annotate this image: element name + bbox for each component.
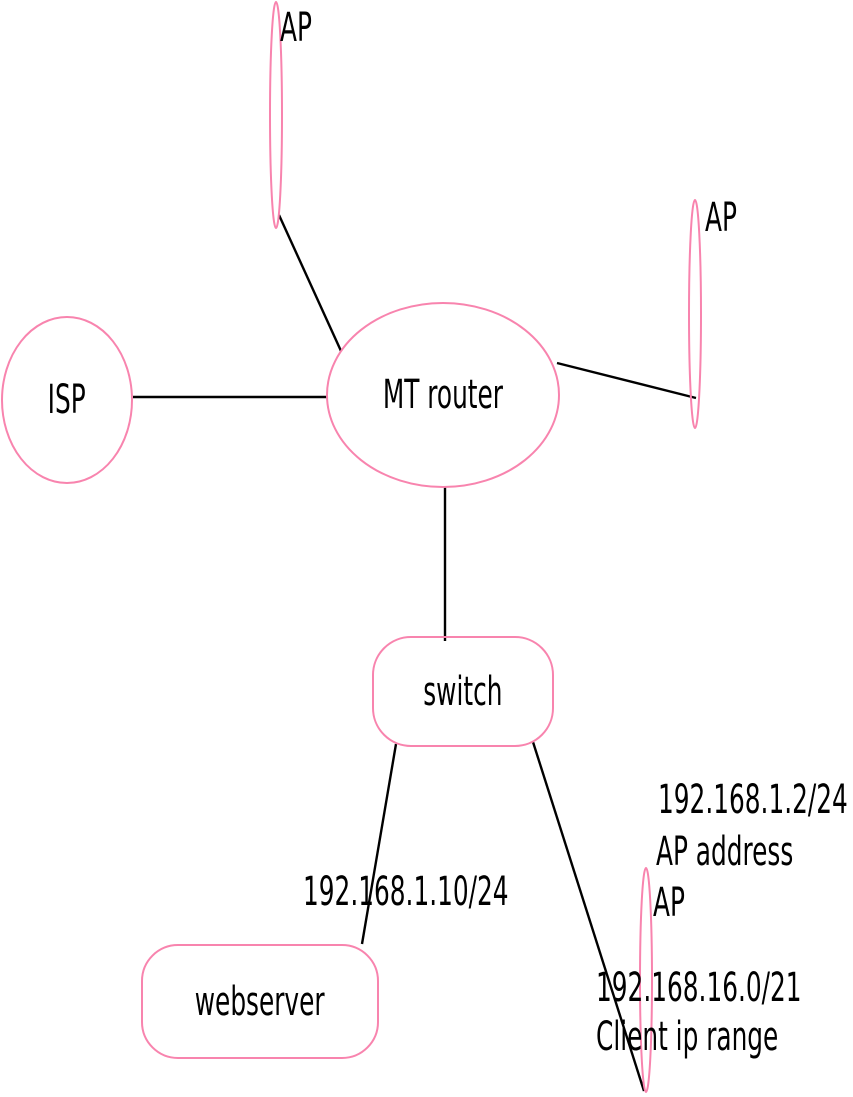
- node-webserver-shape: [141, 944, 379, 1059]
- connector-ap-top-mt-router: [277, 214, 343, 352]
- connector-switch-webserver: [360, 743, 398, 945]
- connector-switch-ap-bottom: [531, 741, 646, 1092]
- node-isp-shape: [1, 316, 133, 484]
- node-ap-top-shape: [269, 1, 283, 229]
- node-ap-right-shape: [688, 199, 702, 429]
- node-switch-shape: [372, 636, 554, 747]
- connector-mt-router-ap-right: [556, 361, 697, 400]
- node-ap-bottom-shape: [639, 867, 653, 1093]
- node-mt-router-shape: [326, 302, 560, 488]
